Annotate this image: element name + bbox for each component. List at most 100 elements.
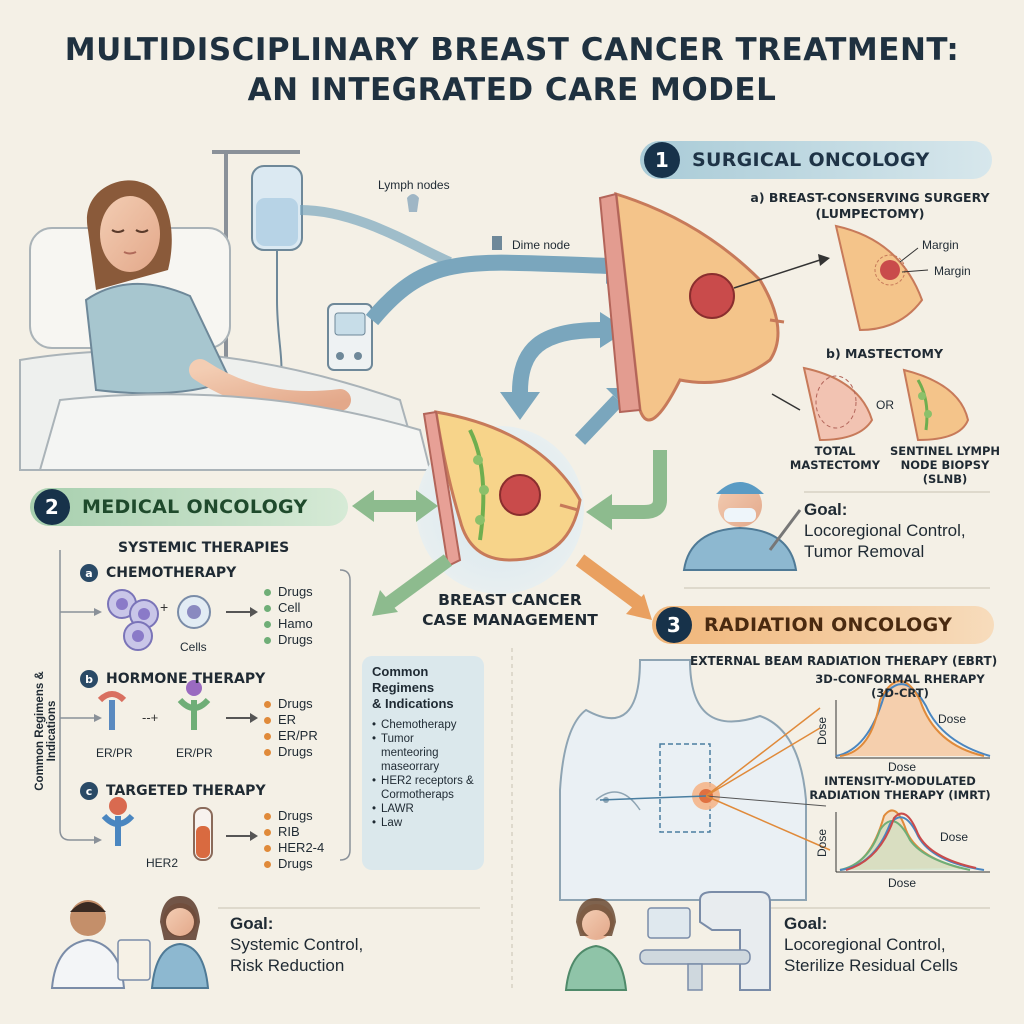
targeted-title: TARGETED THERAPY <box>106 783 266 799</box>
hormone-therapy-heading: b HORMONE THERAPY <box>80 670 265 688</box>
title-line-2: AN INTEGRATED CARE MODEL <box>247 72 777 108</box>
bcs-line-1: a) BREAST-CONSERVING SURGERY <box>750 190 990 205</box>
radiation-goal: Goal: Locoregional Control, Sterilize Re… <box>784 914 958 976</box>
imrt-line-1: INTENSITY-MODULATED <box>824 774 976 788</box>
margin-label-1: Margin <box>922 238 959 252</box>
side-label: Common Regimens & Indications <box>34 671 58 791</box>
medical-goal-heading: Goal: <box>230 914 274 933</box>
crt-heading: 3D-CONFORMAL RHERAPY (3D-CRT) <box>800 672 1000 700</box>
imrt-y-label: Dose <box>815 828 830 858</box>
list-item: RIB <box>264 824 324 840</box>
list-item: Drugs <box>264 584 313 600</box>
targeted-items: Drugs RIB HER2-4 Drugs <box>264 808 324 872</box>
center-label-line-1: BREAST CANCER <box>438 591 582 609</box>
crt-line-2: (3D-CRT) <box>871 686 929 700</box>
medical-oncology-title: MEDICAL ONCOLOGY <box>82 496 308 518</box>
lymph-nodes-label: Lymph nodes <box>378 178 450 192</box>
total-line-1: TOTAL <box>814 444 856 458</box>
dime-node-label: Dime node <box>512 238 571 252</box>
surgical-breast-illustration <box>598 191 830 422</box>
slnb-line-2: NODE BIOPSY <box>900 458 990 472</box>
list-item: LAWR <box>372 802 474 816</box>
page-title: MULTIDISCIPLINARY BREAST CANCER TREATMEN… <box>0 30 1024 110</box>
list-item: HER2-4 <box>264 840 324 856</box>
surgical-number-badge: 1 <box>644 142 680 178</box>
list-item: Drugs <box>264 632 313 648</box>
hormone-items: Drugs ER ER/PR Drugs <box>264 696 318 760</box>
hormone-letter: b <box>80 670 98 688</box>
chemo-items: Drugs Cell Hamo Drugs <box>264 584 313 648</box>
systemic-therapies-heading: SYSTEMIC THERAPIES <box>118 540 290 556</box>
slnb-line-3: (SLNB) <box>922 472 968 486</box>
crt-line-1: 3D-CONFORMAL RHERAPY <box>815 672 985 686</box>
chemo-title: CHEMOTHERAPY <box>106 565 237 581</box>
or-label: OR <box>876 398 894 412</box>
hormone-title: HORMONE THERAPY <box>106 671 266 687</box>
center-label-line-2: CASE MANAGEMENT <box>422 611 598 629</box>
radiation-goal-line-2: Sterilize Residual Cells <box>784 956 958 975</box>
radiation-oncology-banner: 3 RADIATION ONCOLOGY <box>652 606 994 644</box>
list-item: ER/PR <box>264 728 318 744</box>
slnb-line-1: SENTINEL LYMPH <box>889 444 1001 458</box>
radiation-goal-heading: Goal: <box>784 914 828 933</box>
list-item: Drugs <box>264 744 318 760</box>
crt-x-label: Dose <box>888 760 917 774</box>
total-mastectomy-label: TOTAL MASTECTOMY <box>780 444 890 472</box>
regimens-heading: Common Regimens & Indications <box>372 664 454 711</box>
radiation-number-badge: 3 <box>656 607 692 643</box>
er-pr-label-1: ER/PR <box>96 746 133 760</box>
list-item: Tumor menteoring maseorrary <box>372 732 474 774</box>
surgical-goal-line-2: Tumor Removal <box>804 542 925 561</box>
bcs-line-2: (LUMPECTOMY) <box>815 206 925 221</box>
mastectomy-illustrations <box>771 366 970 442</box>
er-pr-label-2: ER/PR <box>176 746 213 760</box>
surgical-oncology-title: SURGICAL ONCOLOGY <box>692 149 930 171</box>
center-label: BREAST CANCER CASE MANAGEMENT <box>410 590 610 630</box>
slnb-label: SENTINEL LYMPH NODE BIOPSY (SLNB) <box>880 444 1010 486</box>
list-item: Chemotherapy <box>372 718 474 732</box>
bcs-heading: a) BREAST-CONSERVING SURGERY (LUMPECTOMY… <box>740 190 1000 222</box>
targeted-letter: c <box>80 782 98 800</box>
imrt-x-label: Dose <box>888 876 917 890</box>
margin-label-2: Margin <box>934 264 971 278</box>
total-line-2: MASTECTOMY <box>789 458 881 472</box>
list-item: ER <box>264 712 318 728</box>
lumpectomy-illustration <box>834 224 929 332</box>
cells-label: Cells <box>180 640 207 654</box>
list-item: Drugs <box>264 808 324 824</box>
regimens-box: Common Regimens & Indications Chemothera… <box>362 656 484 870</box>
chemotherapy-heading: a CHEMOTHERAPY <box>80 564 236 582</box>
her2-label: HER2 <box>146 856 179 870</box>
radiation-oncology-title: RADIATION ONCOLOGY <box>704 614 953 636</box>
surgical-goal-heading: Goal: <box>804 500 848 519</box>
list-item: HER2 receptors & Cormotheraps <box>372 774 474 802</box>
medical-goal-line-1: Systemic Control, <box>230 935 364 954</box>
radiation-goal-line-1: Locoregional Control, <box>784 935 946 954</box>
surgical-oncology-banner: 1 SURGICAL ONCOLOGY <box>640 141 992 179</box>
surgical-goal-line-1: Locoregional Control, <box>804 521 966 540</box>
title-line-1: MULTIDISCIPLINARY BREAST CANCER TREATMEN… <box>64 32 960 68</box>
list-item: Hamo <box>264 616 313 632</box>
list-item: Law <box>372 816 474 830</box>
center-breast-illustration <box>422 410 582 568</box>
ebrt-heading: EXTERNAL BEAM RADIATION THERAPY (EBRT) <box>690 654 998 668</box>
crt-y-label: Dose <box>815 716 830 746</box>
svg-text:--+: --+ <box>142 710 158 725</box>
imrt-line-2: RADIATION THERAPY (IMRT) <box>809 788 991 802</box>
list-item: Drugs <box>264 696 318 712</box>
targeted-therapy-heading: c TARGETED THERAPY <box>80 782 266 800</box>
imrt-dose-label: Dose <box>940 830 969 844</box>
surgeon-illustration <box>682 482 802 571</box>
list-item: Drugs <box>264 856 324 872</box>
medical-graphics: + --+ <box>50 550 480 989</box>
mastectomy-heading: b) MASTECTOMY <box>826 346 944 361</box>
medical-number-badge: 2 <box>34 489 70 525</box>
crt-dose-label: Dose <box>938 712 967 726</box>
list-item: Cell <box>264 600 313 616</box>
radiation-graphics <box>511 648 991 991</box>
medical-oncology-banner: 2 MEDICAL ONCOLOGY <box>30 488 348 526</box>
surgical-goal: Goal: Locoregional Control, Tumor Remova… <box>804 500 966 562</box>
medical-goal-line-2: Risk Reduction <box>230 956 345 975</box>
imrt-heading: INTENSITY-MODULATED RADIATION THERAPY (I… <box>800 774 1000 802</box>
